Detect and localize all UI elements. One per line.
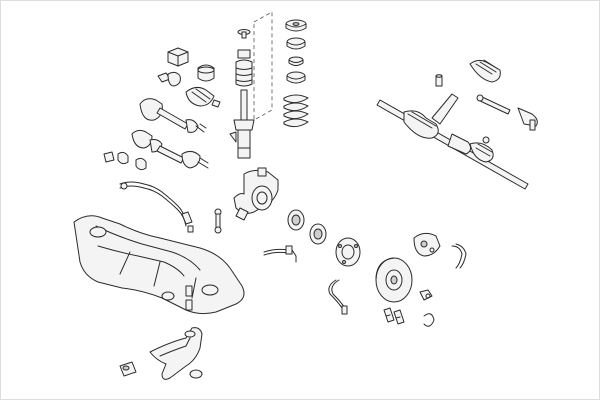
brake-disc[interactable] [375, 257, 413, 303]
brake-caliper[interactable] [413, 232, 441, 257]
brake-pad-clip[interactable] [423, 313, 435, 327]
tie-rod-end[interactable] [517, 107, 538, 131]
control-arm-bushing[interactable] [119, 361, 137, 377]
strut-boot[interactable] [235, 49, 253, 87]
drive-shaft-boot-kit[interactable] [185, 86, 221, 108]
top-mount-bearing[interactable] [286, 37, 306, 50]
wheel-hub[interactable] [335, 237, 361, 267]
control-arm[interactable] [149, 327, 203, 380]
assembly-guide [253, 11, 273, 121]
stabilizer-bushing-upper[interactable] [167, 47, 189, 67]
subframe-mount[interactable] [185, 285, 193, 311]
strut-top-nut[interactable] [237, 29, 251, 39]
steering-rack-pinion-seal[interactable] [435, 74, 443, 87]
top-mount-upper[interactable] [285, 19, 307, 32]
wheel-bearing[interactable] [287, 209, 305, 231]
drive-shaft-upper[interactable] [139, 98, 207, 133]
spring-seat[interactable] [288, 56, 304, 66]
stabilizer-link[interactable] [214, 208, 222, 234]
stabilizer-bushing-lower[interactable] [197, 64, 215, 82]
coil-spring[interactable] [283, 94, 309, 128]
brake-caliper-bracket[interactable] [451, 243, 467, 269]
wheel-bearing-2[interactable] [309, 223, 327, 245]
tie-rod[interactable] [476, 94, 511, 115]
cv-joint-outer[interactable] [157, 71, 181, 87]
shock-absorber[interactable] [229, 89, 255, 159]
steering-rack[interactable] [376, 93, 529, 190]
abs-sensor[interactable] [419, 289, 433, 301]
brake-hose-lower[interactable] [328, 279, 348, 315]
subframe[interactable] [73, 215, 245, 315]
stabilizer-bar[interactable] [119, 181, 194, 233]
tie-rod-boot[interactable] [469, 59, 501, 83]
brake-pads[interactable] [383, 307, 405, 325]
steering-knuckle[interactable] [233, 167, 279, 221]
stabilizer-mount-bushing[interactable] [103, 151, 147, 171]
brake-hose-upper[interactable] [263, 245, 297, 263]
drive-shaft-lower[interactable] [131, 129, 209, 169]
bump-stop[interactable] [286, 71, 306, 84]
